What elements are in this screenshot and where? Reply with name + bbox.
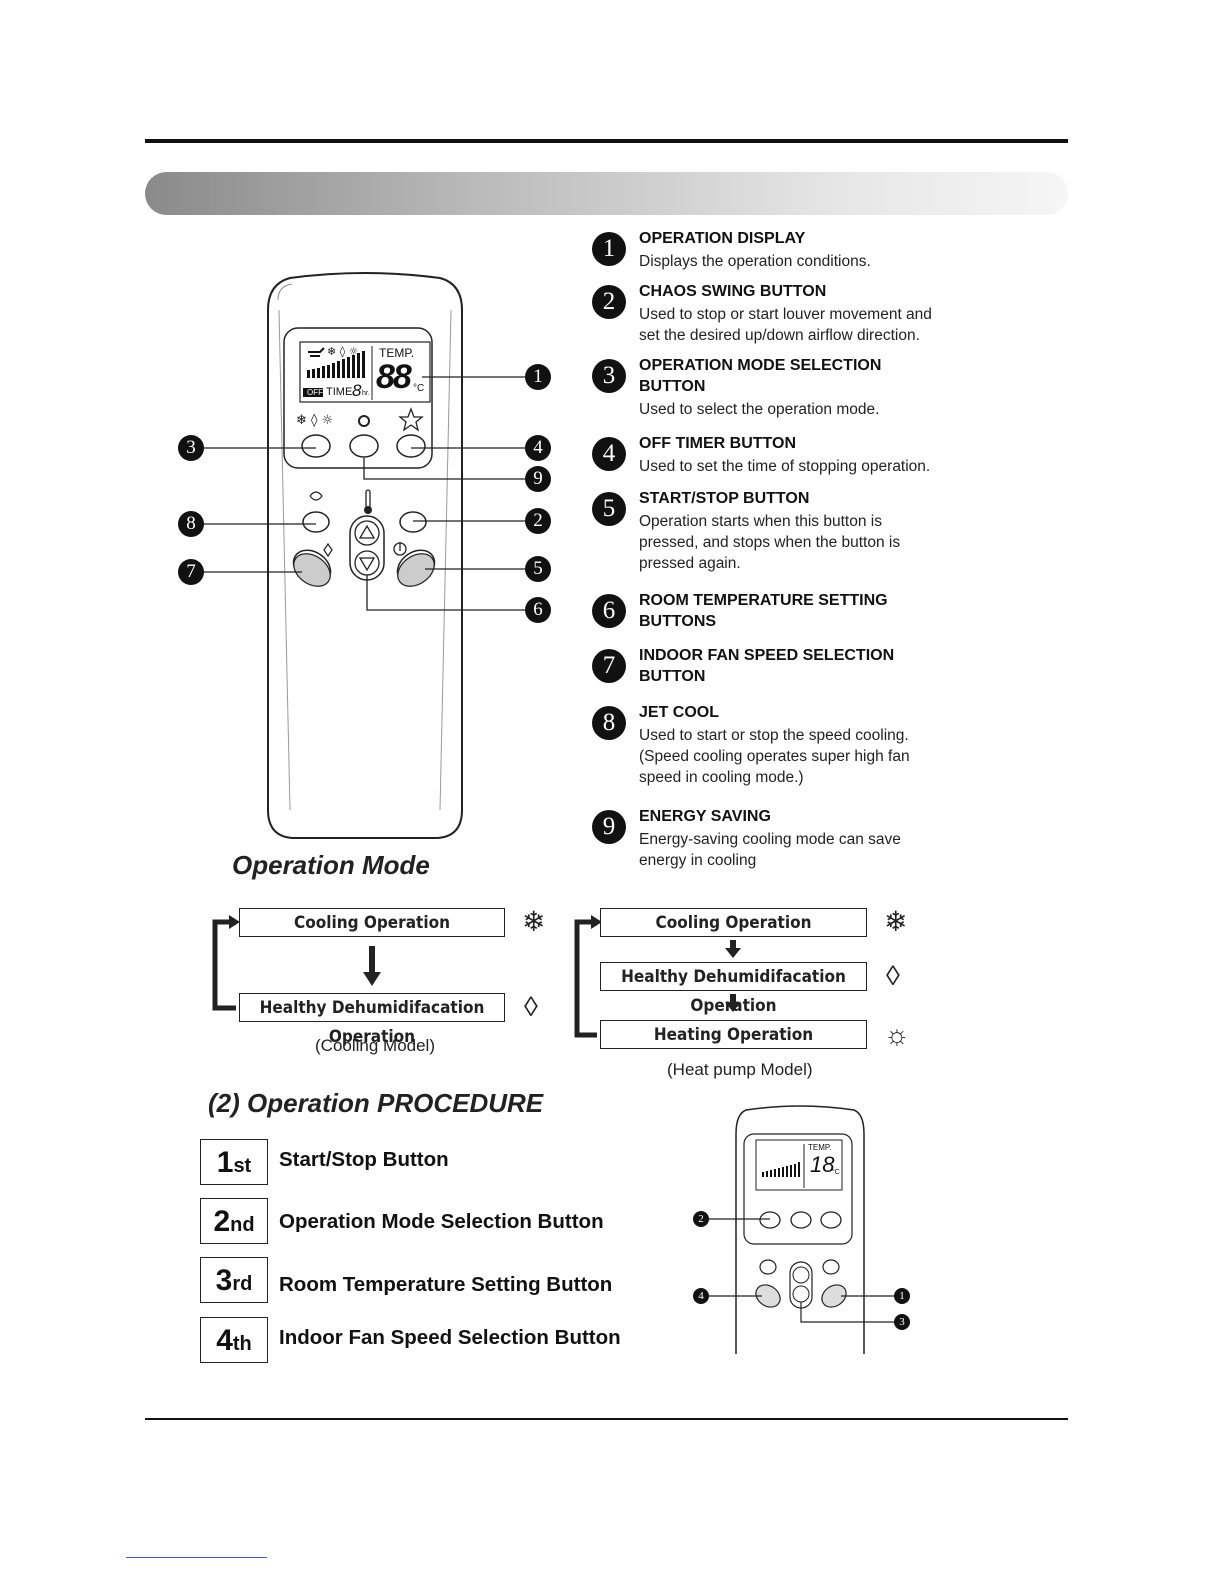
step-label: Room Temperature Setting Button (279, 1273, 613, 1296)
legend-title: CHAOS SWING BUTTON (639, 283, 827, 300)
callout-6: 6 (525, 597, 551, 623)
step-number: 1 (216, 1146, 234, 1179)
procedure-title: (2) Operation PROCEDURE (208, 1088, 544, 1118)
cooling-model-caption: (Cooling Model) (315, 1036, 435, 1055)
legend-title: ENERGY SAVING (639, 808, 771, 825)
legend-title: OPERATION MODE SELECTION BUTTON (639, 357, 882, 395)
lcd-off-badge: OFF (307, 388, 323, 397)
lcd-temp-value: 88 (376, 358, 412, 396)
lcd-temp-label: TEMP. (379, 346, 415, 360)
callout-1: 1 (525, 364, 551, 390)
water-drop-icon: ◊ (886, 960, 900, 991)
legend-title: INDOOR FAN SPEED SELECTION BUTTON (639, 647, 895, 685)
heatpump-step-dehumid: Healthy Dehumidifacation Operation (600, 962, 867, 1016)
mini-remote-illustration (708, 1105, 896, 1354)
step-number: 4 (216, 1324, 233, 1357)
lcd-temp-unit: °C (413, 383, 425, 394)
footer-link-underline[interactable] (126, 1557, 267, 1558)
step-suffix: rd (232, 1273, 253, 1295)
legend-number: 7 (592, 649, 626, 683)
legend-number: 5 (592, 492, 626, 526)
mini-callout-1: 1 (894, 1288, 910, 1304)
callout-7: 7 (178, 559, 204, 585)
step-suffix: th (232, 1333, 252, 1355)
legend-number: 9 (592, 810, 626, 844)
legend-desc: Displays the operation conditions. (639, 253, 871, 270)
legend-number: 1 (592, 232, 626, 266)
heatpump-step-heating: Heating Operation (600, 1020, 867, 1049)
mini-callout-3: 3 (894, 1314, 910, 1330)
lcd-mode-symbols: ❄ ◊ ☼ (327, 345, 359, 358)
legend-desc: Used to select the operation mode. (639, 401, 880, 418)
legend-desc: Used to set the time of stopping operati… (639, 458, 931, 475)
callout-4: 4 (525, 435, 551, 461)
step-number: 2 (213, 1205, 231, 1238)
legend-number: 2 (592, 285, 626, 319)
step-label: Start/Stop Button (279, 1148, 449, 1171)
callout-9: 9 (525, 466, 551, 492)
step-number: 3 (215, 1264, 233, 1297)
legend-number: 6 (592, 594, 626, 628)
callout-5: 5 (525, 556, 551, 582)
snowflake-icon: ❄ (522, 906, 546, 937)
legend-number: 4 (592, 437, 626, 471)
lcd-timer-label: TIME (326, 386, 353, 398)
mode-button-symbols: ❄ ◊ ☼ (296, 413, 334, 428)
lcd-timer-unit: hr. (362, 390, 370, 397)
lcd-timer-value: 8 (352, 381, 362, 400)
mini-callout-2: 2 (693, 1211, 709, 1227)
snowflake-icon: ❄ (884, 906, 908, 937)
legend-title: START/STOP BUTTON (639, 490, 810, 507)
callout-2: 2 (525, 508, 551, 534)
cooling-model-step-dehumid: Healthy Dehumidifacation Operation (239, 993, 505, 1047)
legend-title: JET COOL (639, 704, 720, 721)
step-badge: 3rd (200, 1257, 268, 1303)
operation-mode-title: Operation Mode (232, 850, 430, 880)
legend-desc: Operation starts when this button is pre… (639, 513, 901, 572)
legend-desc: Energy-saving cooling mode can save ener… (639, 831, 901, 869)
remote-control-illustration (203, 272, 525, 839)
step-badge: 2nd (200, 1198, 268, 1244)
heatpump-step-cooling: Cooling Operation (600, 908, 867, 937)
legend-title: OPERATION DISPLAY (639, 230, 806, 247)
heatpump-caption: (Heat pump Model) (667, 1060, 813, 1079)
mini-lcd-temp-label: TEMP. (808, 1143, 832, 1152)
step-suffix: st (233, 1155, 252, 1177)
cooling-model-step-cooling: Cooling Operation (239, 908, 505, 937)
step-badge: 1st (200, 1139, 268, 1185)
legend-title: ROOM TEMPERATURE SETTING BUTTONS (639, 592, 888, 630)
legend-desc: Used to start or stop the speed cooling.… (639, 727, 910, 786)
callout-3: 3 (178, 435, 204, 461)
legend-desc: Used to stop or start louver movement an… (639, 306, 932, 344)
step-suffix: nd (230, 1214, 255, 1236)
step-badge: 4th (200, 1317, 268, 1363)
sun-icon: ☼ (884, 1019, 910, 1050)
section-header-bar (145, 172, 1068, 215)
mini-lcd-temp-unit: °C (832, 1169, 840, 1176)
callout-8: 8 (178, 511, 204, 537)
legend-number: 8 (592, 706, 626, 740)
mini-lcd-temp-value: 18 (810, 1152, 835, 1177)
step-label: Indoor Fan Speed Selection Button (279, 1326, 621, 1349)
bottom-rule (145, 1418, 1068, 1420)
legend-title: OFF TIMER BUTTON (639, 435, 797, 452)
step-label: Operation Mode Selection Button (279, 1210, 604, 1233)
mini-callout-4: 4 (693, 1288, 709, 1304)
water-drop-icon: ◊ (524, 991, 538, 1022)
top-rule (145, 139, 1068, 143)
legend-number: 3 (592, 359, 626, 393)
